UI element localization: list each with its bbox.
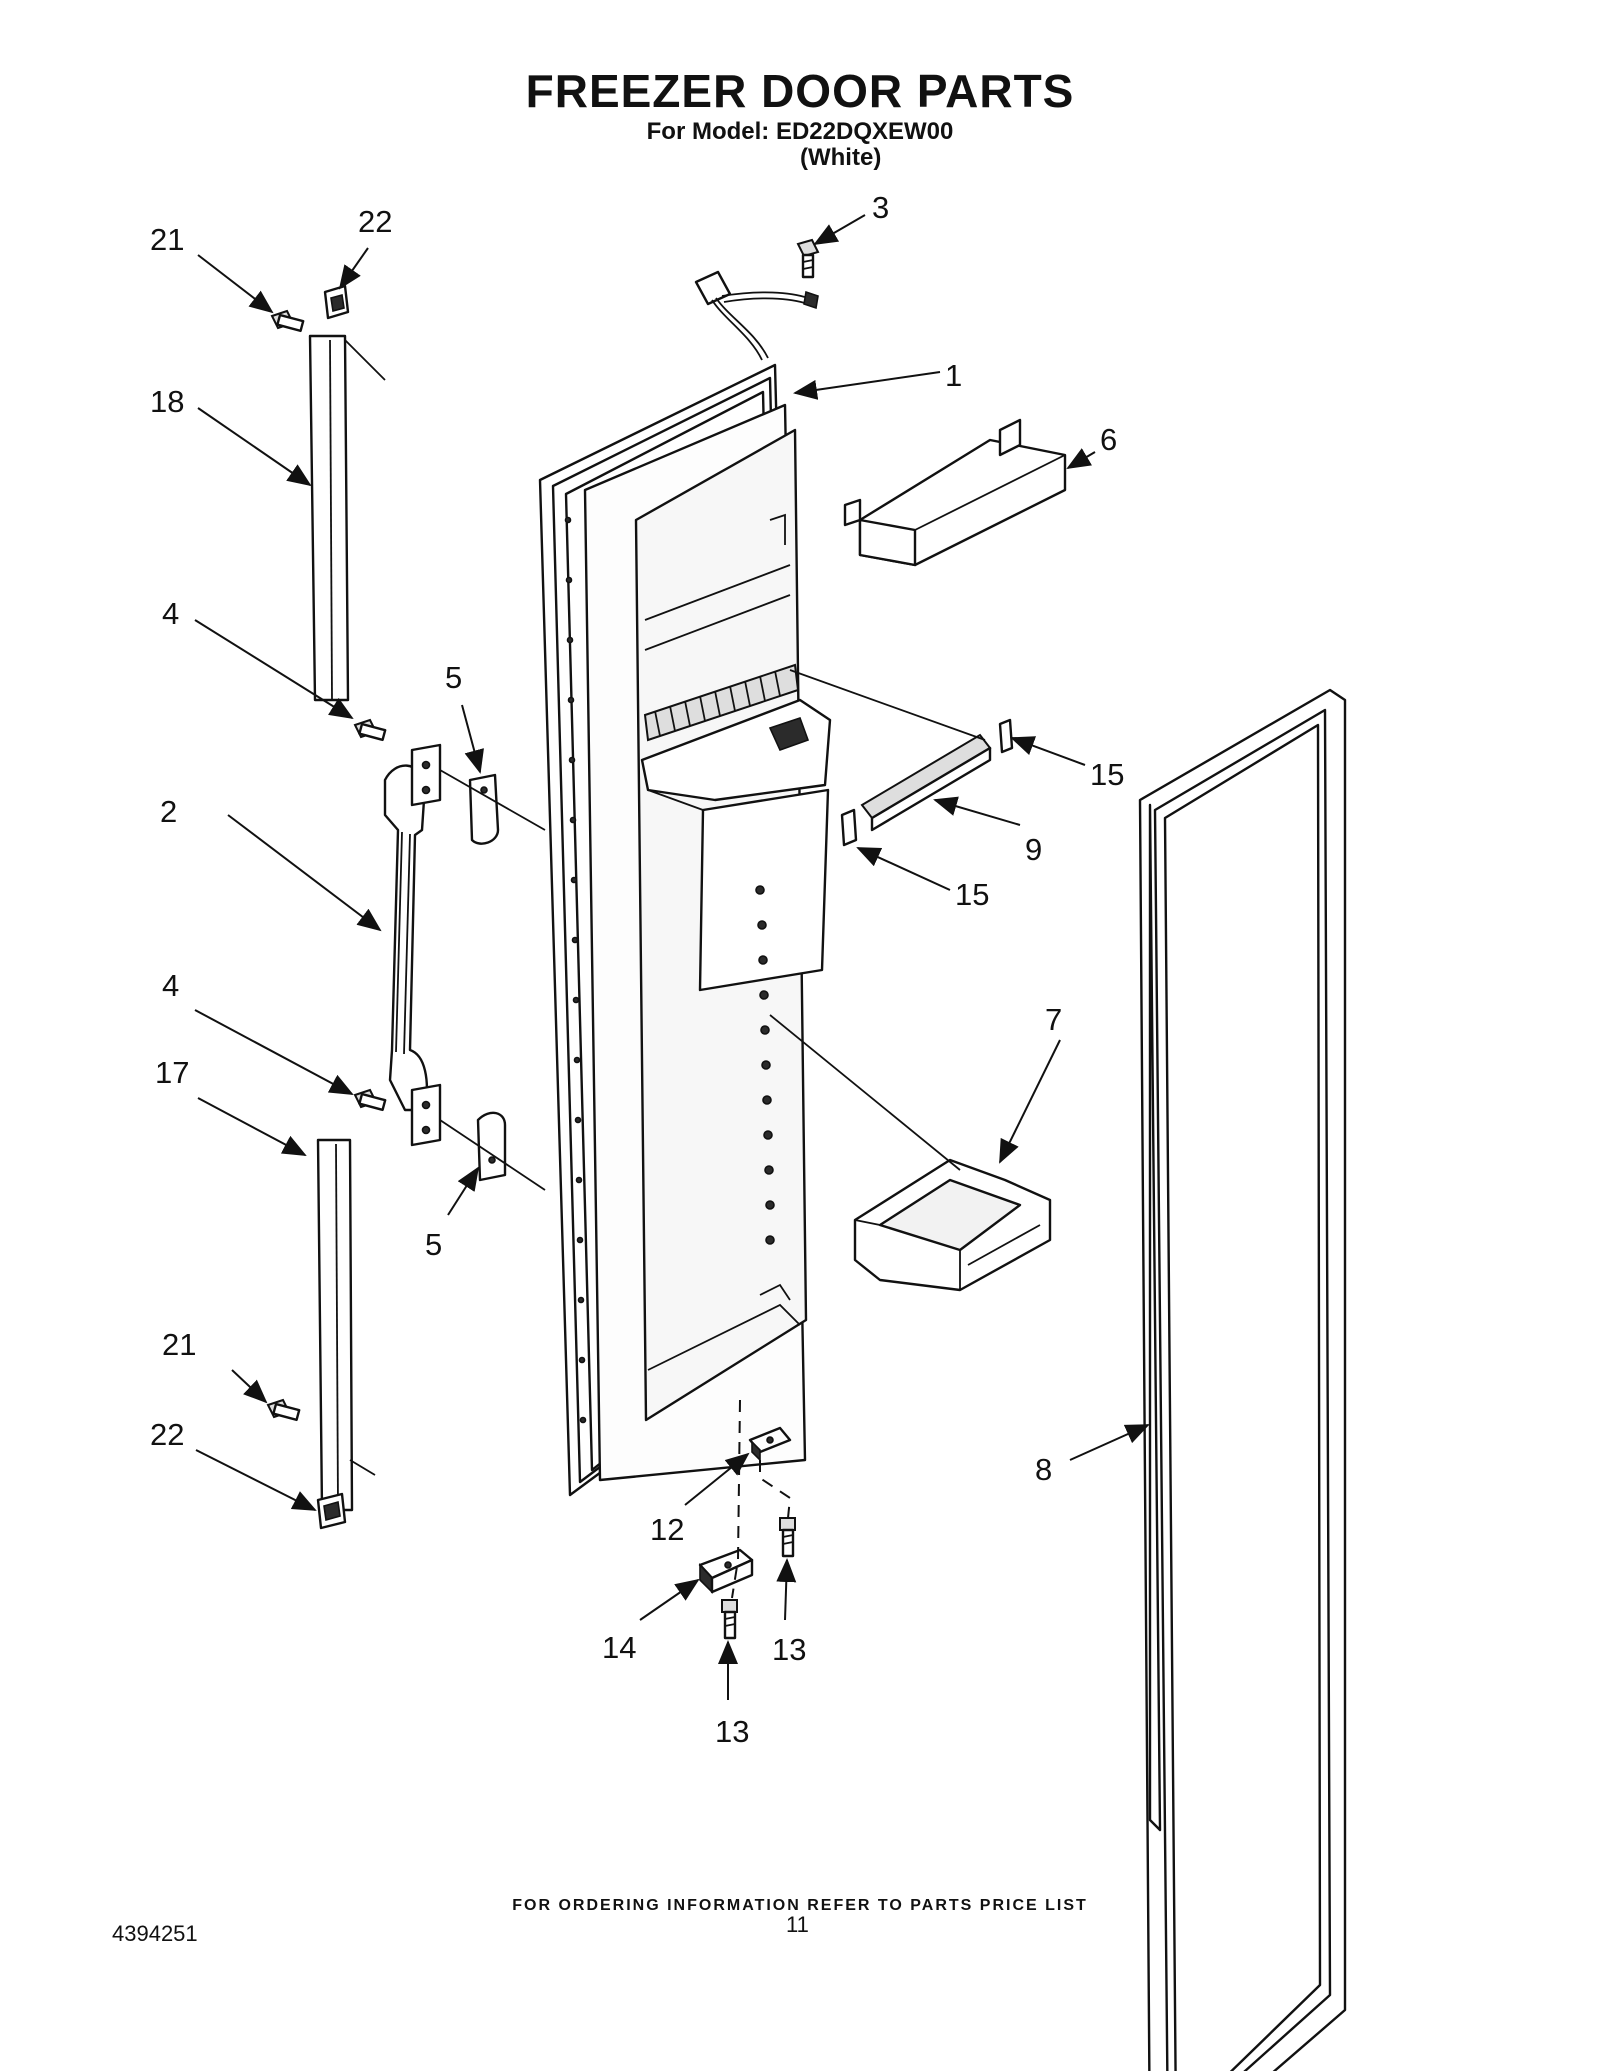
callout-2: 2 — [160, 794, 177, 829]
callout-14: 14 — [602, 1630, 636, 1665]
door-bin-6 — [843, 418, 1067, 567]
door-mounting-holes — [755, 885, 775, 1245]
callout-8: 8 — [1035, 1452, 1052, 1487]
end-cap-15-upper — [998, 718, 1014, 754]
callout-4-lower: 4 — [162, 968, 179, 1003]
callout-1: 1 — [945, 358, 962, 393]
end-cap-15-lower — [840, 808, 858, 847]
callout-22-upper: 22 — [358, 204, 392, 239]
callout-13-lower: 13 — [715, 1714, 749, 1749]
callout-18: 18 — [150, 384, 184, 419]
handle-bracket-upper — [410, 743, 442, 807]
screw-13-lower — [721, 1599, 738, 1640]
dispenser-housing — [640, 698, 832, 992]
ordering-note: FOR ORDERING INFORMATION REFER TO PARTS … — [512, 1897, 1088, 1914]
dispenser-bin-7 — [853, 1158, 1052, 1292]
page-title: FREEZER DOOR PARTS — [525, 65, 1075, 117]
callout-12: 12 — [650, 1512, 684, 1547]
callout-21-lower: 21 — [162, 1327, 196, 1362]
end-cap-22-lower — [316, 1492, 347, 1530]
callout-5-upper: 5 — [445, 660, 462, 695]
hinge-12 — [748, 1426, 792, 1462]
document-number: 4394251 — [112, 1921, 198, 1946]
end-cap-22-upper — [323, 284, 350, 320]
spacer-5-upper — [468, 773, 500, 845]
page-number: 11 — [786, 1912, 809, 1937]
screw-4-upper — [353, 718, 387, 742]
screw-21-lower — [266, 1398, 301, 1422]
handle-trim-18 — [308, 334, 350, 702]
screw-13-upper — [779, 1517, 796, 1558]
callout-5-lower: 5 — [425, 1227, 442, 1262]
handle-bracket-lower — [410, 1083, 442, 1147]
hinge-block-14 — [698, 1548, 754, 1594]
callout-3: 3 — [872, 190, 889, 225]
freezer-door-liner — [538, 270, 832, 1497]
callout-15-upper: 15 — [1090, 757, 1124, 792]
trim-rail-9 — [860, 733, 992, 832]
callout-7: 7 — [1045, 1002, 1062, 1037]
callout-17: 17 — [155, 1055, 189, 1090]
callout-15-lower: 15 — [955, 877, 989, 912]
spacer-5-lower — [476, 1111, 507, 1182]
callout-22-lower: 22 — [150, 1417, 184, 1452]
callout-21-upper: 21 — [150, 222, 184, 257]
callout-4-upper: 4 — [162, 596, 179, 631]
callout-13-upper: 13 — [772, 1632, 806, 1667]
flange-screw-holes — [564, 516, 587, 1424]
handle-trim-17 — [316, 1138, 354, 1512]
handle-2 — [383, 764, 429, 1112]
callout-9: 9 — [1025, 832, 1042, 867]
callout-6: 6 — [1100, 422, 1117, 457]
model-color: (White) — [800, 144, 882, 171]
wire-harness — [694, 270, 819, 361]
ice-chute-grate — [643, 663, 800, 742]
screw-3 — [796, 238, 820, 279]
screw-21-upper — [270, 309, 305, 333]
door-gasket-8 — [1138, 688, 1347, 2071]
model-number: For Model: ED22DQXEW00 — [646, 118, 954, 145]
screw-4-lower — [353, 1088, 387, 1112]
